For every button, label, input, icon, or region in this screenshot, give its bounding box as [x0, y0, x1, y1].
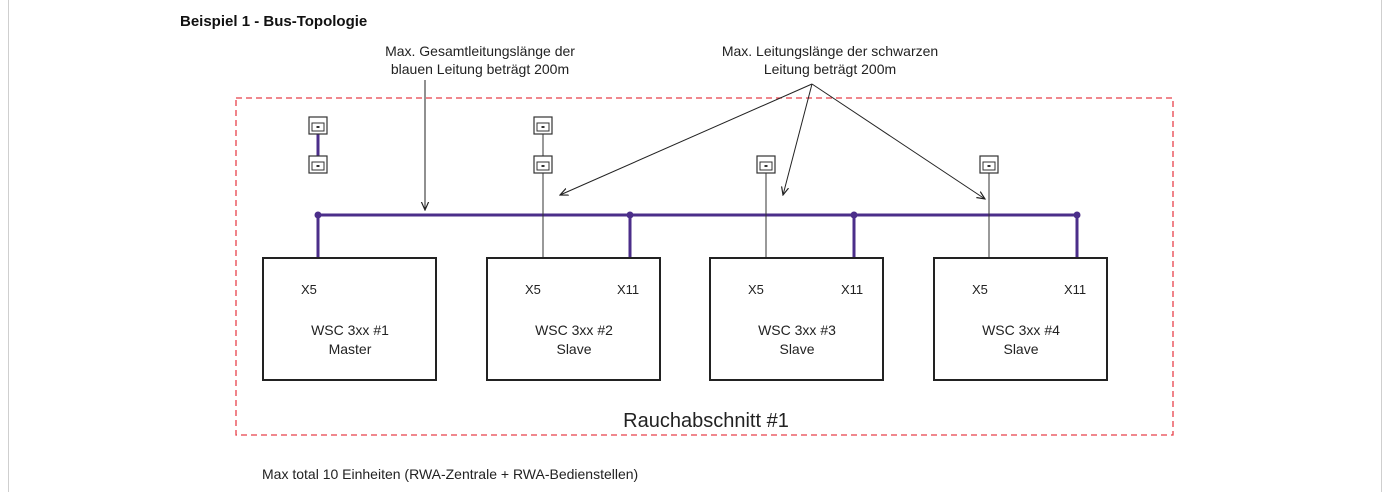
- unit-3-port-left: X5: [748, 282, 764, 297]
- control-station-icon: [533, 155, 553, 174]
- note-black-line-1: Max. Leitungslänge der schwarzen: [721, 43, 939, 59]
- unit-3-name: WSC 3xx #3: [758, 322, 836, 338]
- bus-junction: [314, 211, 322, 219]
- bus-junction: [850, 211, 858, 219]
- unit-4-name: WSC 3xx #4: [982, 322, 1060, 338]
- control-station-icon: [756, 155, 776, 174]
- bus-junction: [626, 211, 634, 219]
- unit-4-port-left: X5: [972, 282, 988, 297]
- unit-2-port-left: X5: [525, 282, 541, 297]
- unit-1: X5 WSC 3xx #1 Master: [262, 257, 437, 381]
- unit-1-name: WSC 3xx #1: [311, 322, 389, 338]
- note-black-line-2: Leitung beträgt 200m: [763, 61, 897, 77]
- control-station-icon: [308, 155, 328, 174]
- unit-3: X5 X11 WSC 3xx #3 Slave: [709, 257, 884, 381]
- control-station-icon: [308, 116, 328, 135]
- smoke-zone-border: [235, 97, 1174, 436]
- note-black-cable: Max. Leitungslänge der schwarzen Leitung…: [680, 42, 980, 78]
- arrow-black-note-3: [811, 83, 985, 199]
- unit-2-port-right: X11: [617, 282, 639, 297]
- control-station-icon: [979, 155, 999, 174]
- smoke-zone-label: Rauchabschnitt #1: [623, 410, 789, 432]
- unit-3-port-right: X11: [841, 282, 863, 297]
- note-blue-line-2: blauen Leitung beträgt 200m: [390, 61, 570, 77]
- unit-2-role: Slave: [556, 341, 591, 357]
- unit-4-role: Slave: [1003, 341, 1038, 357]
- note-blue-cable: Max. Gesamtleitungslänge der blauen Leit…: [330, 42, 630, 78]
- arrow-black-note-2: [783, 83, 813, 195]
- unit-1-port-left: X5: [301, 282, 317, 297]
- unit-4-port-right: X11: [1064, 282, 1086, 297]
- unit-2-name: WSC 3xx #2: [535, 322, 613, 338]
- unit-4: X5 X11 WSC 3xx #4 Slave: [933, 257, 1108, 381]
- note-blue-line-1: Max. Gesamtleitungslänge der: [385, 43, 575, 59]
- arrow-black-note-1: [560, 83, 813, 195]
- diagram-frame: [8, 0, 1382, 492]
- unit-1-role: Master: [329, 341, 372, 357]
- unit-3-role: Slave: [779, 341, 814, 357]
- unit-2: X5 X11 WSC 3xx #2 Slave: [486, 257, 661, 381]
- control-station-icon: [533, 116, 553, 135]
- footer-note: Max total 10 Einheiten (RWA-Zentrale + R…: [262, 466, 639, 482]
- bus-junction: [1073, 211, 1081, 219]
- diagram-title: Beispiel 1 - Bus-Topologie: [180, 13, 368, 30]
